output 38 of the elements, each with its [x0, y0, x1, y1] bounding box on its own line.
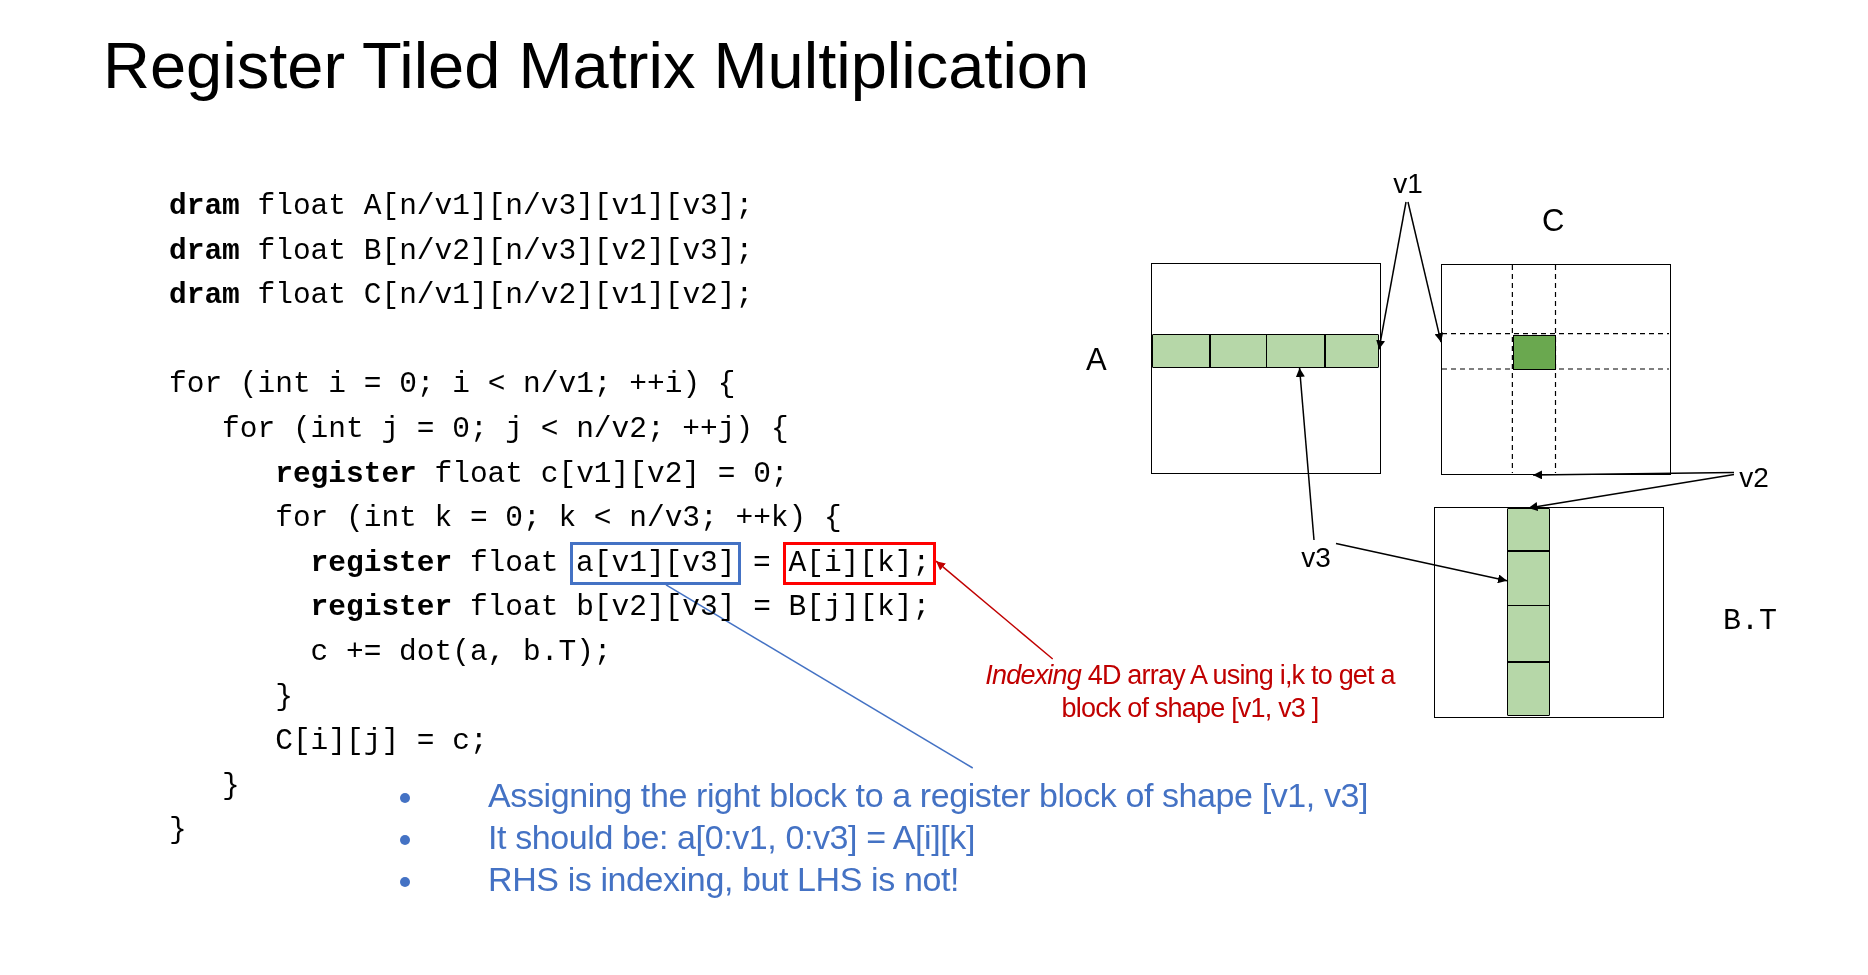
arrow	[1407, 201, 1444, 343]
code-line: }	[275, 678, 293, 715]
matrix-label: A	[1086, 342, 1107, 378]
annotation-text: Indexing 4D array A using i,k to get a block of shape [v1, v3 ]	[982, 659, 1398, 725]
arrow	[1335, 542, 1508, 584]
code-line: dram float B[n/v2][n/v3][v2][v3];	[169, 232, 754, 269]
arrow	[1295, 367, 1315, 541]
bullet-text: RHS is indexing, but LHS is not!	[488, 860, 959, 899]
highlight-box: A[i][k];	[782, 541, 937, 585]
code-line: register float c[v1][v2] = 0;	[275, 455, 789, 492]
highlight-box: a[v1][v3]	[570, 541, 742, 585]
dimension-label: v1	[1388, 166, 1428, 202]
slide-title: Register Tiled Matrix Multiplication	[103, 28, 1090, 103]
leader-line	[665, 584, 974, 769]
bullet-text: Assigning the right block to a register block of shape [v1, v3]	[488, 776, 1369, 815]
dimension-label: v2	[1734, 460, 1774, 496]
highlighted-cell	[1513, 335, 1556, 370]
highlighted-column	[1507, 508, 1550, 716]
code-line: for (int k = 0; k < n/v3; ++k) {	[275, 500, 842, 537]
code-line: dram float A[n/v1][n/v3][v1][v3];	[169, 188, 754, 224]
highlighted-row	[1152, 334, 1379, 368]
code-line: dram float C[n/v1][n/v2][v1][v2];	[169, 277, 754, 314]
code-line: }	[222, 767, 240, 804]
code-line: for (int i = 0; i < n/v1; ++i) {	[169, 366, 736, 403]
arrow	[1527, 473, 1735, 511]
matrix-label: C	[1542, 203, 1565, 239]
dimension-label: v3	[1296, 540, 1336, 576]
code-line: c += dot(a, b.T);	[310, 634, 612, 670]
bullet-text: It should be: a[0:v1, 0:v3] = A[i][k]	[488, 818, 975, 857]
arrow	[1376, 201, 1407, 351]
code-line: =	[753, 544, 771, 581]
arrow	[1532, 470, 1735, 480]
matrix-label: B.T	[1723, 604, 1777, 638]
code-line: }	[169, 812, 187, 849]
arrow	[935, 560, 1054, 660]
code-line: register float	[310, 544, 559, 581]
code-line: for (int j = 0; j < n/v2; ++j) {	[222, 411, 789, 447]
code-line: C[i][j] = c;	[275, 723, 488, 760]
